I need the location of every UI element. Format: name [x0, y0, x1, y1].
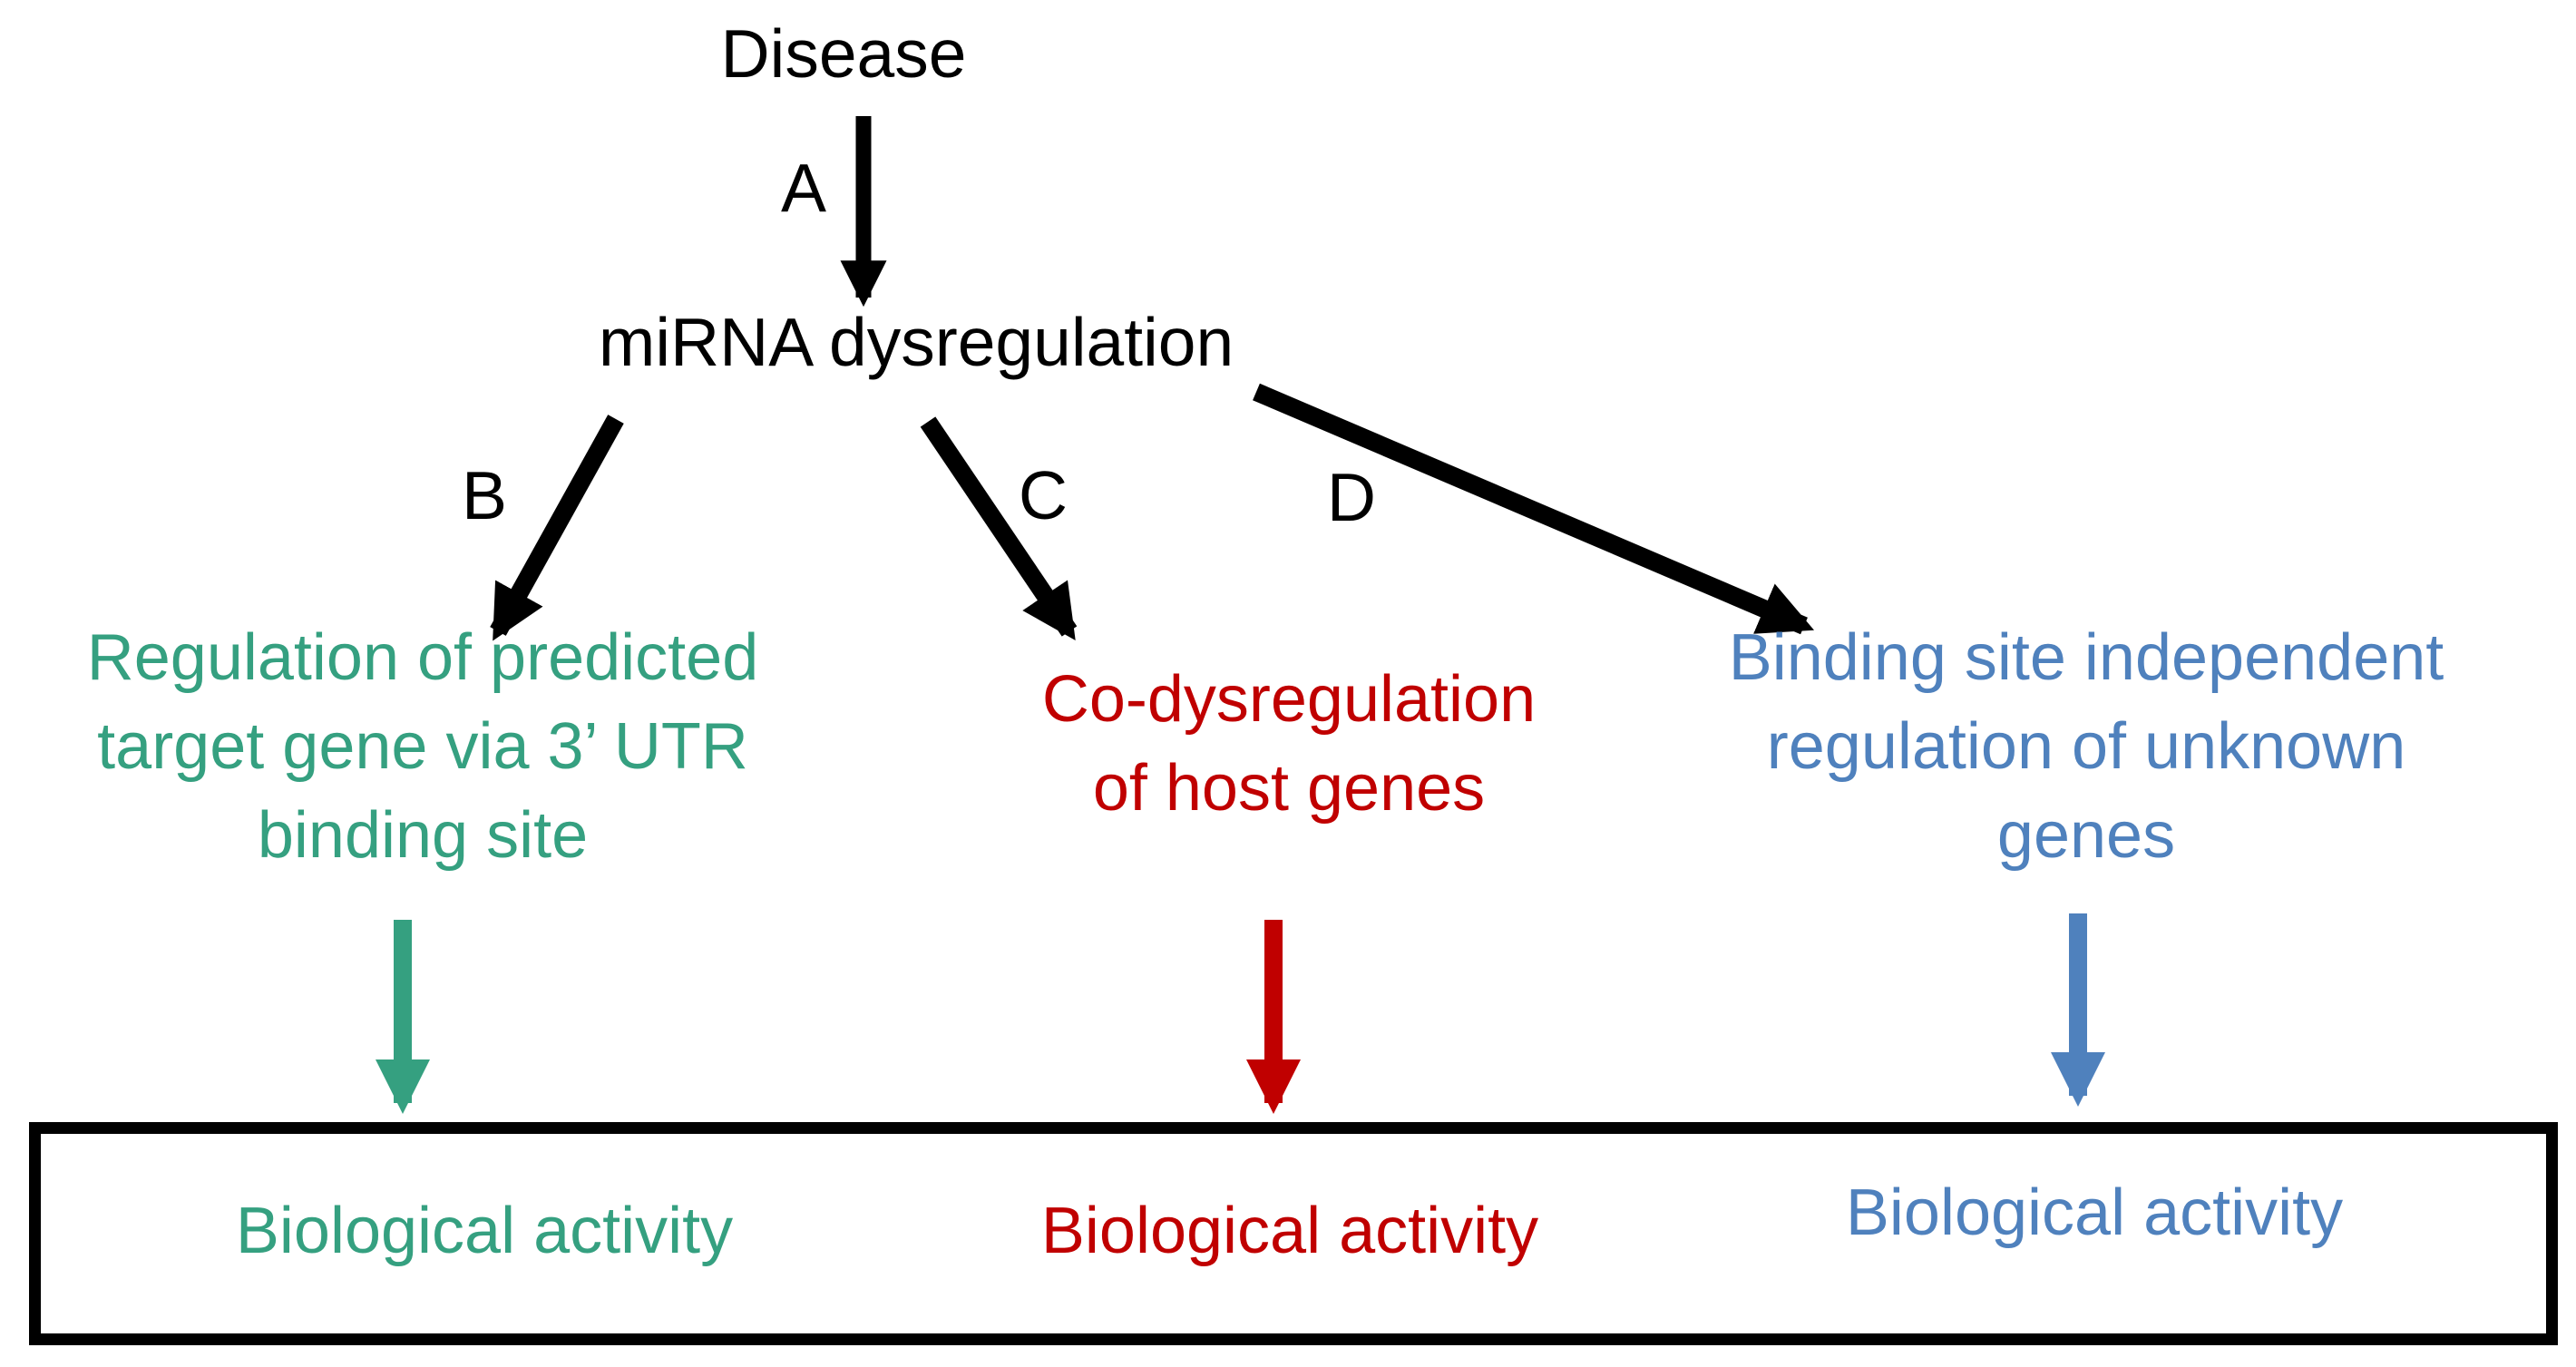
pathway-b-line-3: binding site — [257, 799, 589, 872]
pathway-b-text: Regulation of predicted target gene via … — [87, 613, 759, 880]
outcome-b-label: Biological activity — [235, 1195, 734, 1267]
arrow-c — [920, 416, 1078, 640]
arrow-d-label: D — [1326, 459, 1377, 535]
arrow-d — [1253, 383, 1815, 635]
outcome-d-label: Biological activity — [1845, 1177, 2344, 1249]
outcome-c-label: Biological activity — [1040, 1195, 1539, 1267]
pathway-b-line-1: Regulation of predicted — [86, 621, 759, 694]
pathway-c-text: Co-dysregulation of host genes — [1042, 655, 1536, 833]
disease-node: Disease — [720, 15, 967, 92]
mirna-dysregulation-node: miRNA dysregulation — [598, 304, 1234, 380]
pathway-d-line-1: Binding site independent — [1728, 621, 2444, 694]
arrow-b-label: B — [461, 457, 508, 533]
pathway-c-line-2: of host genes — [1092, 752, 1486, 825]
biological-activity-box — [29, 1122, 2558, 1345]
pathway-d-text: Binding site independent regulation of u… — [1729, 613, 2444, 880]
pathway-d-line-2: regulation of unknown — [1766, 710, 2406, 783]
arrow-c-label: C — [1018, 457, 1068, 533]
arrow-a-label: A — [780, 150, 827, 226]
arrow-b — [490, 415, 624, 641]
pathway-b-line-2: target gene via 3’ UTR — [97, 710, 748, 783]
pathway-c-line-1: Co-dysregulation — [1041, 663, 1537, 736]
pathway-d-line-3: genes — [1996, 799, 2176, 872]
